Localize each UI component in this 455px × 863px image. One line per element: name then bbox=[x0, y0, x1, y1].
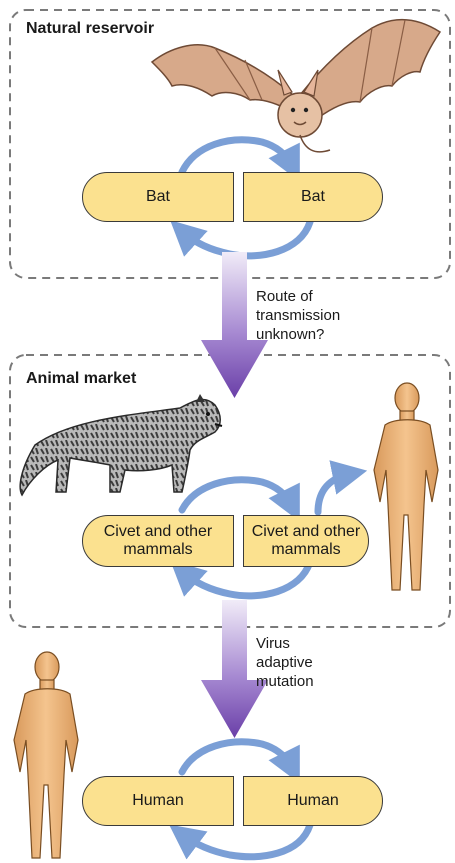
transmission-note: Route of transmission unknown? bbox=[256, 288, 340, 344]
natural-reservoir-title: Natural reservoir bbox=[26, 20, 154, 38]
human-node-right: Human bbox=[243, 776, 383, 826]
bat-node-right: Bat bbox=[243, 172, 383, 222]
bat-illustration bbox=[152, 20, 440, 152]
animal-market-box bbox=[10, 355, 450, 627]
animal-market-title: Animal market bbox=[26, 370, 136, 388]
mutation-note: Virus adaptive mutation bbox=[256, 635, 314, 691]
human-figure-market bbox=[374, 383, 438, 590]
civet-node-left: Civet and other mammals bbox=[82, 515, 234, 567]
civet-node-right: Civet and other mammals bbox=[243, 515, 369, 567]
civet-illustration bbox=[20, 394, 222, 495]
human-node-left: Human bbox=[82, 776, 234, 826]
bat-node-left: Bat bbox=[82, 172, 234, 222]
human-figure-bottom bbox=[14, 652, 78, 858]
